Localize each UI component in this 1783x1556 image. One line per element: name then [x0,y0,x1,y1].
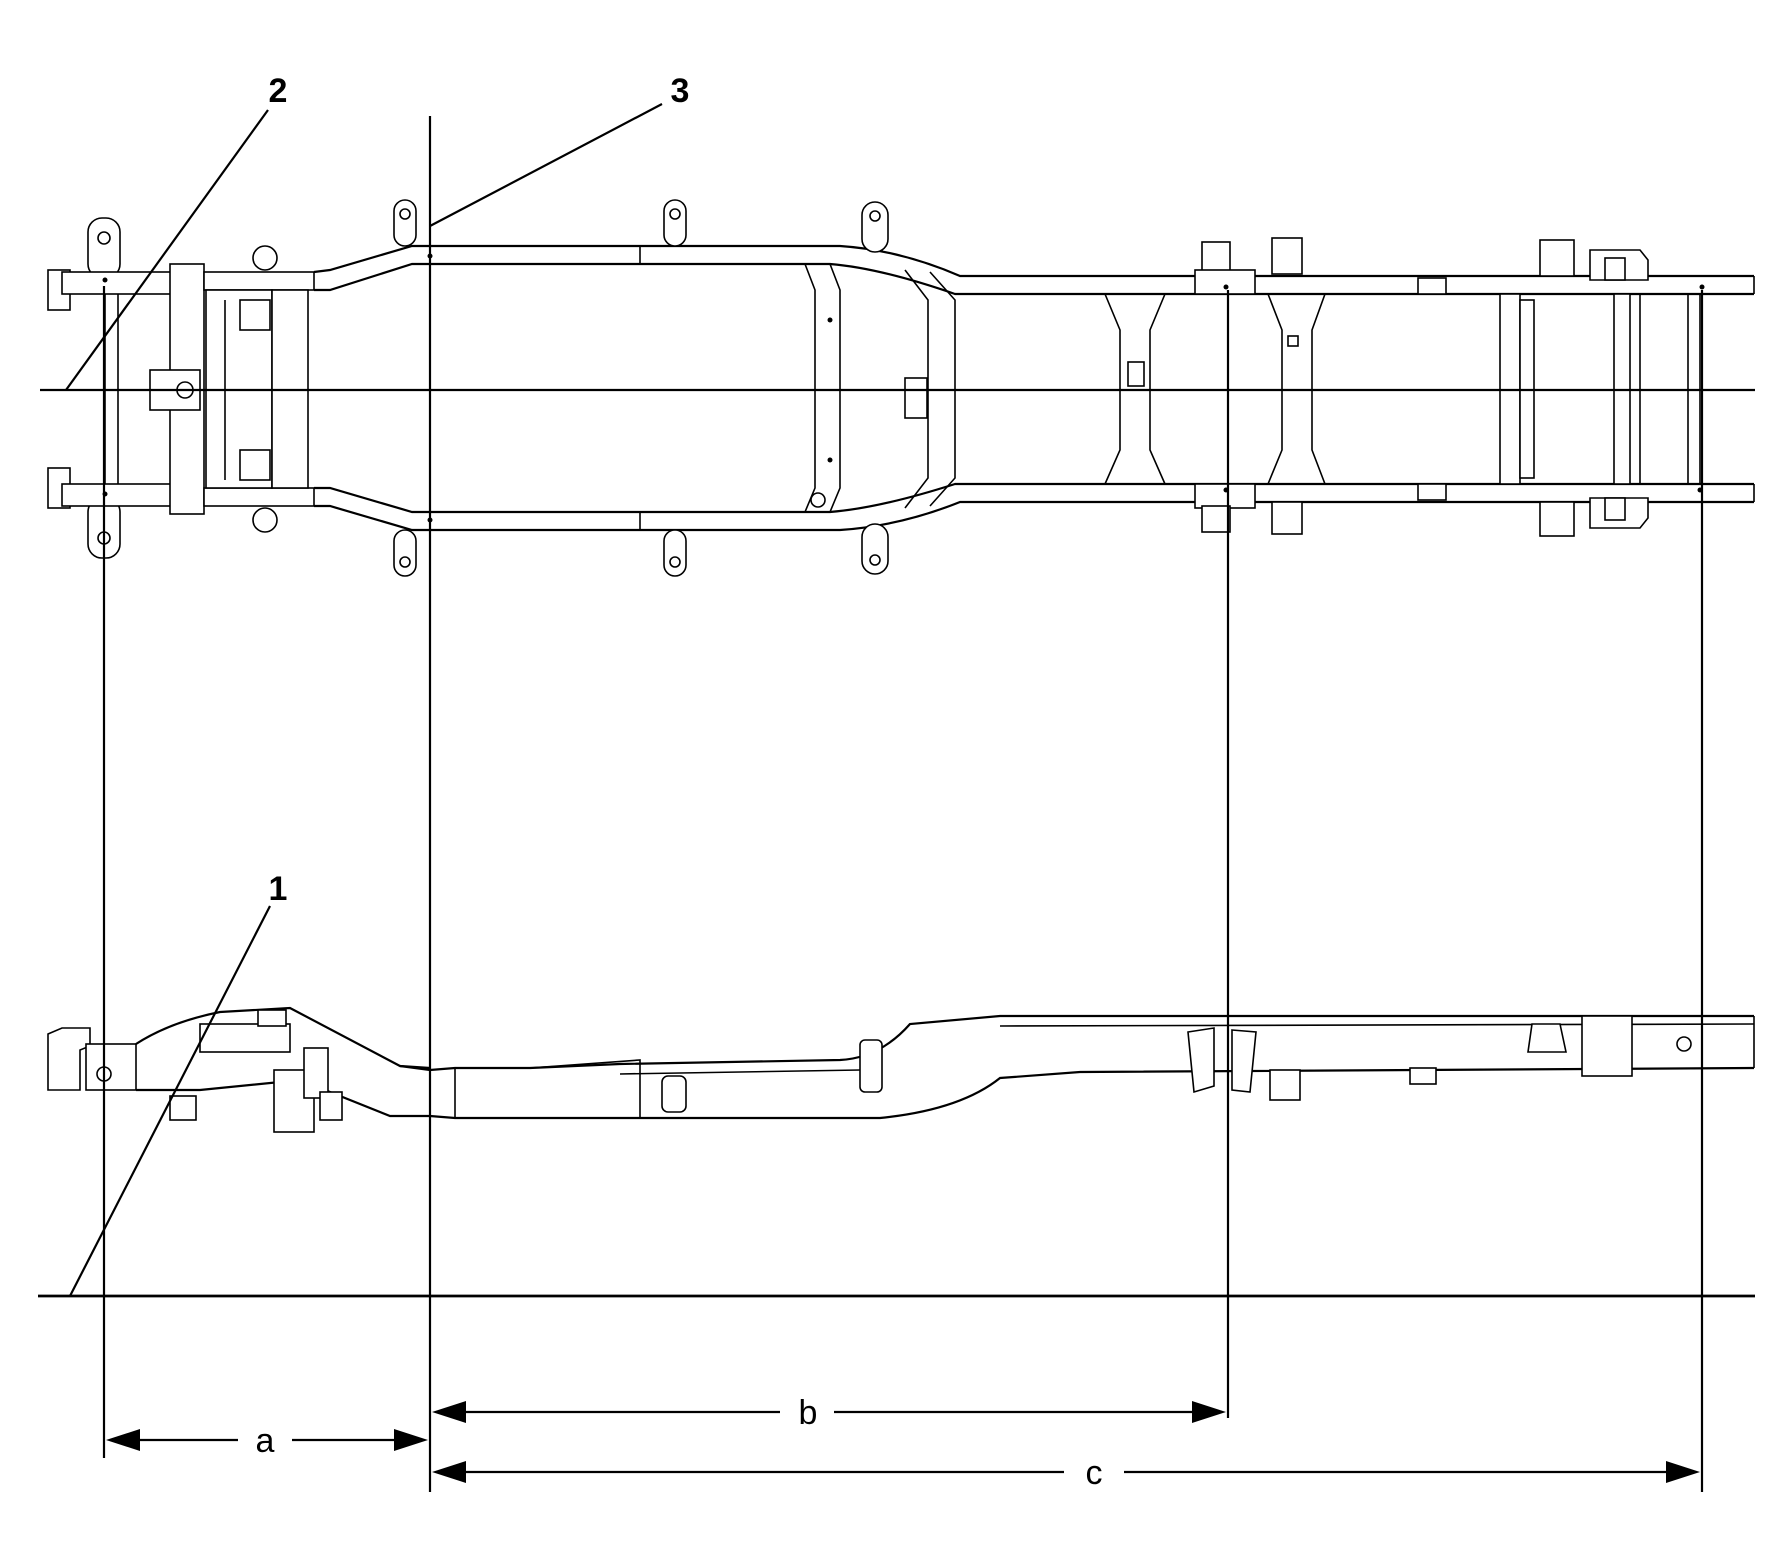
front-frame-section-side [47,1006,431,1133]
body-mount-brackets [393,199,889,577]
callout-1: 1 [269,870,288,908]
callout-2: 2 [269,72,288,110]
dimension-c [432,1461,1700,1483]
dimension-label-a: a [256,1422,275,1460]
frame-side-view [47,1006,1755,1133]
frame-side-rails-top-view [313,244,1755,532]
dimension-label-c: c [1086,1454,1103,1492]
callout-3: 3 [671,72,690,110]
callout-leaders [65,103,663,1297]
reference-lines [38,116,1755,1492]
rear-hangers-side [1187,1015,1692,1101]
leader-2 [65,109,269,391]
transmission-crossmember [804,263,956,513]
spring-hangers-top [1194,237,1649,537]
leader-3 [429,103,663,227]
leader-1 [69,905,271,1297]
dimension-label-b: b [799,1394,818,1432]
frame-top-view [47,199,1755,577]
dimension-b [432,1401,1226,1423]
dimension-a [106,1429,428,1451]
